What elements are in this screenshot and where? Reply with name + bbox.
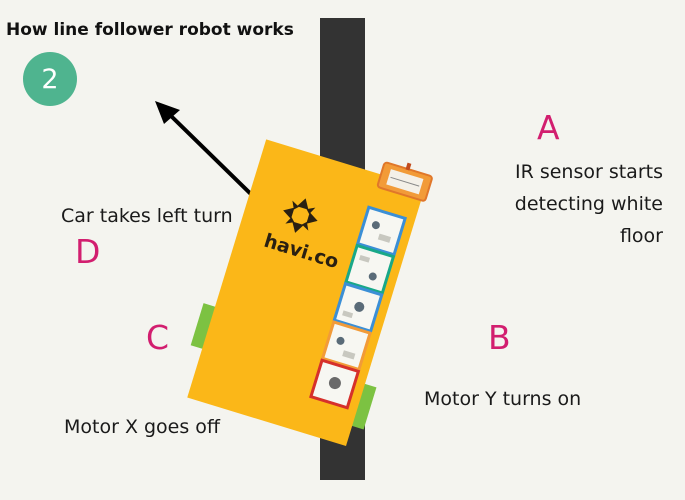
ir-sensor-caption-line-2: detecting white — [514, 193, 663, 215]
label-d: D — [75, 232, 101, 271]
motor-x-caption: Motor X goes off — [64, 416, 221, 438]
ir-sensor-module — [376, 161, 433, 202]
circuit-module-2 — [344, 243, 396, 295]
motor-y-caption: Motor Y turns on — [424, 388, 582, 410]
label-b: B — [488, 318, 511, 357]
circuit-module-4 — [320, 320, 372, 372]
diagram-title: How line follower robot works — [6, 20, 294, 40]
ir-sensor-caption-line-3: floor — [619, 225, 663, 247]
left-turn-caption: Car takes left turn — [61, 205, 233, 227]
circuit-module-3 — [332, 281, 384, 334]
label-c: C — [146, 318, 170, 357]
robot-car: havi.co — [187, 139, 433, 447]
ir-sensor-caption: IR sensor starts detecting white floor — [515, 156, 663, 252]
ir-sensor-caption-line-1: IR sensor starts — [514, 161, 663, 183]
motor-y-wheel — [348, 382, 377, 430]
motor-x-wheel — [190, 303, 219, 350]
left-turn-arrow-icon — [155, 101, 262, 205]
label-a: A — [537, 108, 560, 147]
circuit-module-1 — [355, 205, 408, 257]
circuit-module-5 — [309, 358, 361, 410]
havi-logo-icon — [283, 198, 318, 233]
step-number-badge: 2 — [23, 52, 77, 106]
